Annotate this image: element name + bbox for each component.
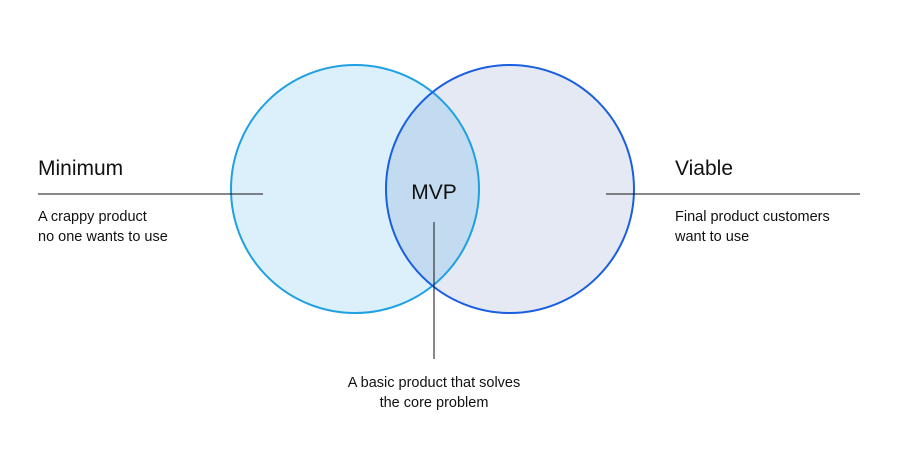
viable-description-line: Final product customers — [675, 209, 830, 225]
minimum-description: A crappy product no one wants to use — [38, 207, 168, 247]
mvp-title: MVP — [411, 181, 457, 204]
mvp-overlap — [386, 65, 479, 313]
minimum-description-line: no one wants to use — [38, 229, 168, 245]
viable-description: Final product customers want to use — [675, 207, 830, 247]
mvp-description: A basic product that solves the core pro… — [300, 373, 568, 413]
mvp-description-line: the core problem — [379, 395, 489, 411]
viable-description-line: want to use — [675, 229, 750, 245]
viable-circle-outline — [385, 64, 635, 314]
minimum-title: Minimum — [38, 157, 124, 180]
minimum-description-line: A crappy product — [38, 209, 147, 225]
viable-title: Viable — [675, 157, 733, 180]
mvp-description-line: A basic product that solves — [347, 375, 521, 391]
minimum-circle-outline — [230, 64, 480, 314]
